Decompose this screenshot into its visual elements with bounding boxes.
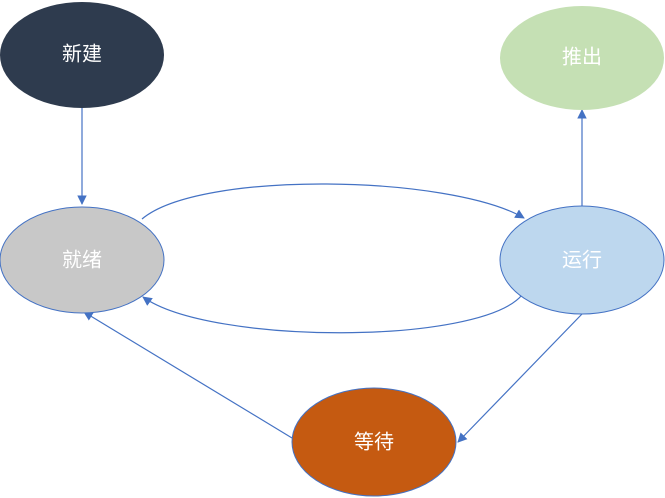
node-ready-shape — [0, 206, 165, 314]
edge-running-to-ready — [142, 294, 523, 334]
node-waiting-label: 等待 — [354, 430, 394, 454]
node-ready-label: 就绪 — [62, 248, 102, 272]
node-exit-shape — [500, 6, 664, 110]
node-running-label: 运行 — [562, 248, 602, 272]
node-new-shape — [0, 2, 164, 108]
node-ready: 就绪 — [0, 206, 165, 314]
node-new: 新建 — [0, 2, 164, 108]
node-running-shape — [499, 205, 665, 315]
node-exit-label: 推出 — [562, 45, 602, 69]
node-waiting: 等待 — [291, 387, 457, 497]
node-exit: 推出 — [500, 6, 664, 110]
node-running: 运行 — [499, 205, 665, 315]
edges — [77, 108, 587, 443]
edge-ready-to-running — [141, 183, 525, 220]
node-new-label: 新建 — [62, 42, 102, 66]
edge-waiting-to-ready — [83, 311, 293, 439]
node-waiting-shape — [291, 387, 457, 497]
edge-running-to-waiting — [457, 313, 583, 443]
